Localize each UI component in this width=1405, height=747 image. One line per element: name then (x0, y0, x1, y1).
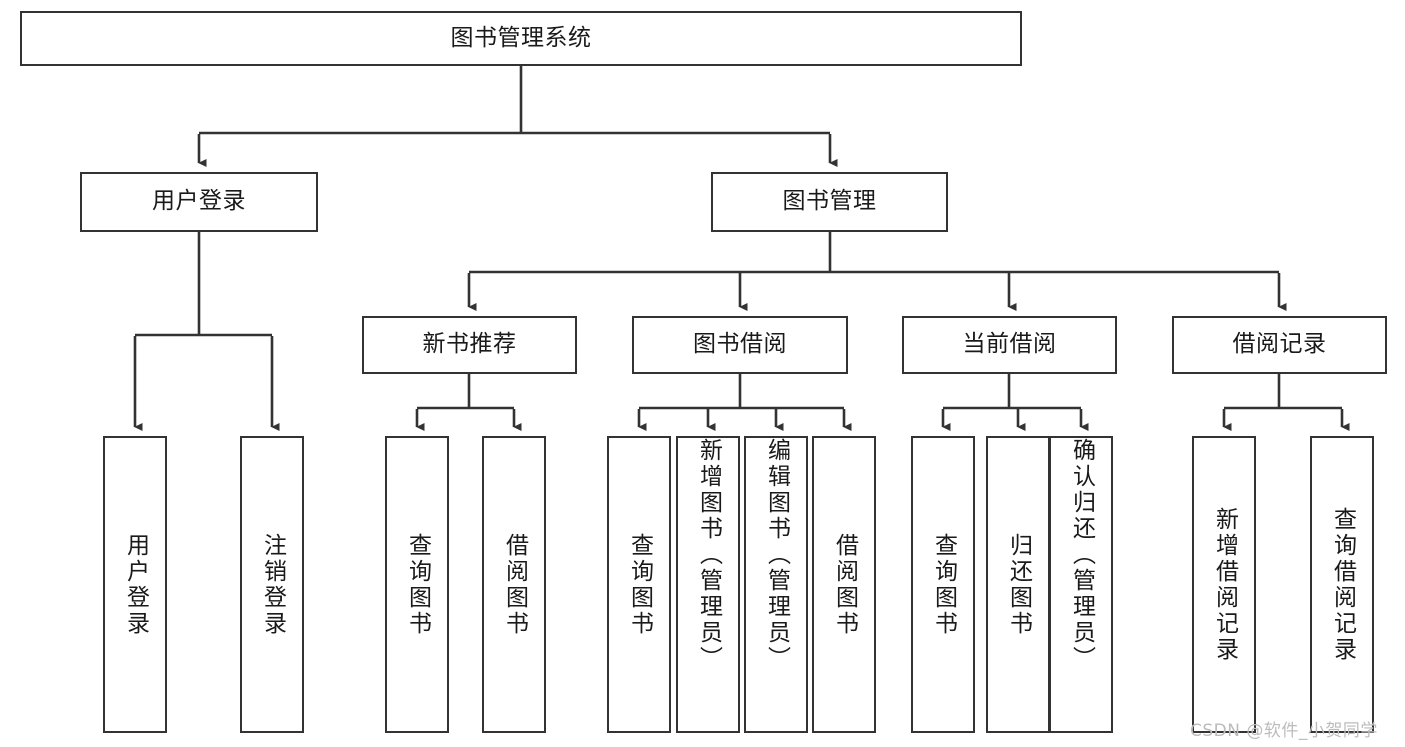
node-user-login-label: 用户登录 (152, 188, 246, 215)
node-leaf-return-book-label: 归还图书 (1005, 532, 1032, 637)
node-book-borrow-label: 图书借阅 (693, 331, 787, 358)
node-leaf-borrow-book-1[interactable]: 借阅图书 (482, 436, 546, 733)
node-root[interactable]: 图书管理系统 (20, 11, 1022, 66)
node-leaf-user-login-label: 用户登录 (122, 532, 149, 637)
node-leaf-add-record[interactable]: 新增借阅记录 (1192, 436, 1256, 733)
node-leaf-user-logout-label: 注销登录 (259, 532, 286, 637)
node-new-book-rec-label: 新书推荐 (422, 331, 517, 358)
node-leaf-add-book-label: 新增图书（管理员） (695, 438, 722, 672)
node-book-manage[interactable]: 图书管理 (711, 172, 948, 232)
csdn-watermark: CSDN @软件_小贺同学 (1190, 721, 1378, 741)
node-leaf-query-book-2[interactable]: 查询图书 (607, 436, 671, 733)
node-leaf-edit-book-label: 编辑图书（管理员） (763, 438, 790, 672)
node-leaf-add-book[interactable]: 新增图书（管理员） (676, 436, 740, 733)
node-leaf-query-book-3-label: 查询图书 (930, 532, 957, 637)
node-leaf-query-record[interactable]: 查询借阅记录 (1310, 436, 1374, 733)
node-leaf-query-book-2-label: 查询图书 (626, 532, 653, 637)
node-book-manage-label: 图书管理 (782, 188, 877, 215)
node-leaf-query-record-label: 查询借阅记录 (1329, 506, 1356, 663)
node-leaf-query-book-1[interactable]: 查询图书 (385, 436, 449, 733)
node-leaf-confirm-return-label: 确认归还（管理员） (1068, 438, 1095, 672)
node-leaf-user-logout[interactable]: 注销登录 (240, 436, 304, 733)
node-leaf-borrow-book-2-label: 借阅图书 (831, 532, 858, 637)
node-leaf-query-book-1-label: 查询图书 (404, 532, 431, 637)
node-new-book-rec[interactable]: 新书推荐 (362, 316, 577, 374)
node-leaf-confirm-return[interactable]: 确认归还（管理员） (1049, 436, 1113, 733)
node-current-borrow[interactable]: 当前借阅 (902, 316, 1117, 374)
node-borrow-record-label: 借阅记录 (1232, 331, 1327, 358)
node-leaf-return-book[interactable]: 归还图书 (986, 436, 1050, 733)
node-leaf-borrow-book-1-label: 借阅图书 (501, 532, 528, 637)
node-leaf-borrow-book-2[interactable]: 借阅图书 (812, 436, 876, 733)
node-borrow-record[interactable]: 借阅记录 (1172, 316, 1387, 374)
node-book-borrow[interactable]: 图书借阅 (632, 316, 848, 374)
node-leaf-edit-book[interactable]: 编辑图书（管理员） (744, 436, 808, 733)
node-leaf-add-record-label: 新增借阅记录 (1211, 506, 1238, 663)
node-leaf-user-login[interactable]: 用户登录 (103, 436, 167, 733)
node-user-login[interactable]: 用户登录 (80, 172, 318, 232)
node-root-label: 图书管理系统 (450, 24, 592, 51)
node-current-borrow-label: 当前借阅 (962, 331, 1057, 358)
node-leaf-query-book-3[interactable]: 查询图书 (911, 436, 975, 733)
